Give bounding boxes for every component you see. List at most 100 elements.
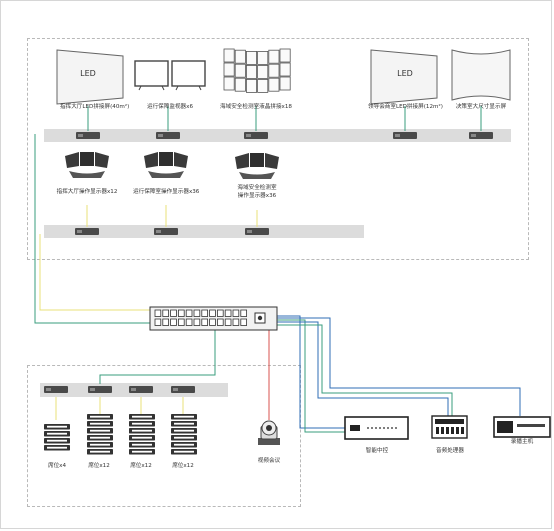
console-right-screen [174, 152, 188, 168]
top-distributor-3-led [246, 134, 251, 137]
line-green-top [34, 134, 150, 324]
wall-panel [234, 49, 246, 64]
seat-bar-devices [44, 386, 195, 393]
wall-panel [245, 79, 257, 93]
console-icon-3 [235, 153, 279, 179]
wall-panel [257, 79, 269, 93]
top-distributor-5-led [471, 134, 476, 137]
seat-distributor-3-led [131, 388, 136, 391]
smart-control-device [344, 416, 409, 440]
line-green-smart [276, 319, 345, 433]
wall-panel [234, 77, 246, 92]
console-distributor-2-led [156, 230, 161, 233]
decision-screen [451, 49, 511, 101]
recording-host-device [493, 416, 551, 438]
matrix-port [185, 309, 193, 317]
seat-label-4: 席位x12 [172, 463, 194, 469]
console-command-label: 指挥大厅操作显示器x12 [56, 189, 118, 195]
wall-panel [223, 48, 235, 63]
console-icon-2 [144, 152, 188, 178]
seat-distributor-4 [171, 386, 195, 393]
line-blue-audio [276, 321, 449, 416]
led-leader-screen: LED [370, 49, 438, 105]
seat-distributor-2-led [90, 388, 95, 391]
console-distributor-1-led [77, 230, 82, 233]
top-distributor-1-led [78, 134, 83, 137]
seat-unit-stripe [132, 450, 152, 453]
seat-unit-stripe [47, 439, 67, 442]
seat-unit-stripe [90, 429, 110, 432]
matrix-port [201, 318, 209, 326]
seat-unit-stripe [174, 429, 194, 432]
seat-unit-stripe [132, 422, 152, 425]
console-left-screen [65, 152, 79, 168]
led-leader-text: LED [397, 69, 413, 78]
matrix-port [232, 318, 240, 326]
wall-panel [257, 51, 269, 65]
seat-unit-stripe [90, 436, 110, 439]
wall-panel [268, 77, 280, 92]
top-distributor-4-led [395, 134, 400, 137]
wall-panel [245, 65, 257, 79]
seat-unit-stripe [174, 436, 194, 439]
connection-lines [34, 106, 521, 433]
top-distributor-2-led [158, 134, 163, 137]
seat-unit-stripe [90, 422, 110, 425]
matrix-port [154, 318, 162, 326]
wall-panel [245, 51, 257, 65]
line-green-audio [276, 324, 453, 416]
led-command-label: 指挥大厅LED拼接屏(40m²) [60, 104, 130, 110]
line-green-seat [99, 330, 216, 384]
console-ops-label: 运行保障室操作显示器x36 [133, 189, 200, 195]
top-bar-devices [76, 132, 493, 139]
line-yellow-top [39, 234, 150, 311]
console-icon-1 [65, 152, 109, 178]
seat-stack-4 [171, 414, 197, 455]
seat-stack-1 [44, 424, 70, 451]
wall-panel [268, 63, 280, 78]
matrix-port [177, 318, 185, 326]
seat-distributor-1 [44, 386, 68, 393]
console-left-screen [144, 152, 158, 168]
wall-panel [268, 49, 280, 64]
seat-distributor-1-led [46, 388, 51, 391]
seat-distributor-2 [88, 386, 112, 393]
console-right-screen [265, 153, 279, 169]
matrix-port [162, 309, 170, 317]
seat-unit-stripe [174, 450, 194, 453]
seat-zone [27, 365, 301, 507]
console-marine-label-2: 操作显示器x36 [237, 193, 277, 199]
line-blue-rec [276, 317, 521, 416]
console-desk [69, 171, 105, 178]
matrix-port [224, 318, 232, 326]
wall-panel [279, 48, 291, 63]
wall-panel [223, 62, 235, 77]
console-distributor-3-led [247, 230, 252, 233]
console-desk [148, 171, 184, 178]
marine-wall-screen [223, 48, 291, 93]
top-distributor-5 [469, 132, 493, 139]
decision-screen-label: 决策室大尺寸显示屏 [455, 104, 507, 110]
matrix-port [240, 318, 248, 326]
ops-monitor-screens [134, 60, 206, 91]
matrix-port [216, 318, 224, 326]
led-leader-label: 领导会商室LED拼接屏(12m²) [368, 104, 443, 110]
wall-panel [279, 76, 291, 91]
seat-unit-stripe [132, 415, 152, 418]
wall-panel [279, 62, 291, 77]
seat-stacks [44, 414, 197, 455]
led-command-screen: LED [56, 49, 124, 105]
led-command-text: LED [80, 69, 96, 78]
seat-unit-stripe [90, 443, 110, 446]
matrix-port [193, 309, 201, 317]
console-center-screen [80, 152, 94, 166]
matrix-port [185, 318, 193, 326]
console-icons [65, 152, 279, 179]
seat-label-2: 席位x12 [88, 463, 110, 469]
top-distributor-2 [156, 132, 180, 139]
seat-label-3: 席位x12 [130, 463, 152, 469]
console-bar-devices [75, 228, 269, 235]
matrix-port [177, 309, 185, 317]
wall-panel [223, 76, 235, 91]
